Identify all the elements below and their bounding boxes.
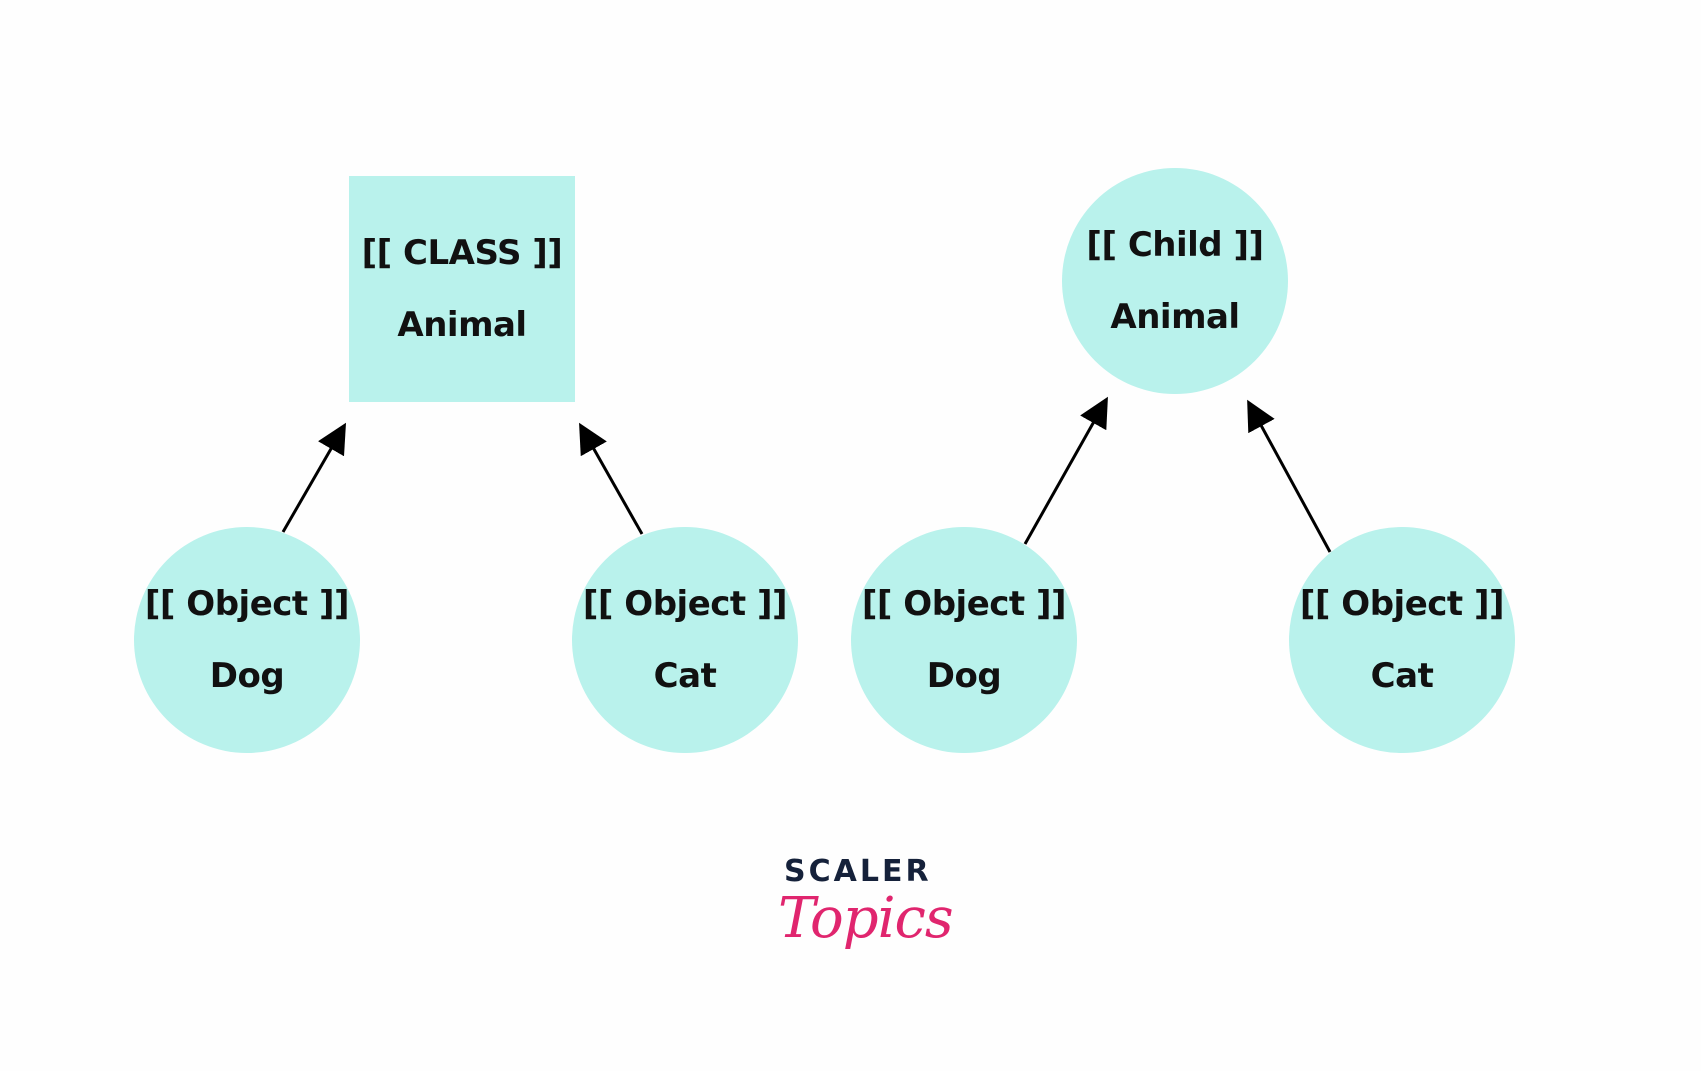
right-object-dog-node: [[ Object ]] Dog <box>851 527 1077 753</box>
left-object-dog-node: [[ Object ]] Dog <box>134 527 360 753</box>
class-animal-label: [[ CLASS ]] <box>361 233 563 273</box>
scaler-topics-logo: SCALER Topics <box>770 850 954 980</box>
right-object-dog-label: [[ Object ]] <box>861 584 1067 624</box>
arrow-right-dog-to-child <box>1023 396 1108 545</box>
child-animal-name: Animal <box>1110 297 1240 337</box>
right-object-cat-node: [[ Object ]] Cat <box>1289 527 1515 753</box>
class-animal-node: [[ CLASS ]] Animal <box>349 176 575 402</box>
right-object-dog-name: Dog <box>926 656 1002 696</box>
left-object-dog-label: [[ Object ]] <box>144 584 350 624</box>
child-animal-node: [[ Child ]] Animal <box>1062 168 1288 394</box>
logo-scaler-text: SCALER <box>784 854 932 889</box>
arrow-right-cat-to-child <box>1247 399 1332 553</box>
right-object-cat-label: [[ Object ]] <box>1299 584 1505 624</box>
left-object-dog-name: Dog <box>209 656 285 696</box>
arrow-left-dog-to-class <box>281 422 346 533</box>
arrow-left-cat-to-class <box>579 422 644 535</box>
logo-topics-text: Topics <box>778 886 954 951</box>
child-animal-label: [[ Child ]] <box>1086 225 1264 265</box>
left-object-cat-node: [[ Object ]] Cat <box>572 527 798 753</box>
left-object-cat-name: Cat <box>653 656 717 696</box>
left-object-cat-label: [[ Object ]] <box>582 584 788 624</box>
class-animal-name: Animal <box>397 305 527 345</box>
right-object-cat-name: Cat <box>1370 656 1434 696</box>
